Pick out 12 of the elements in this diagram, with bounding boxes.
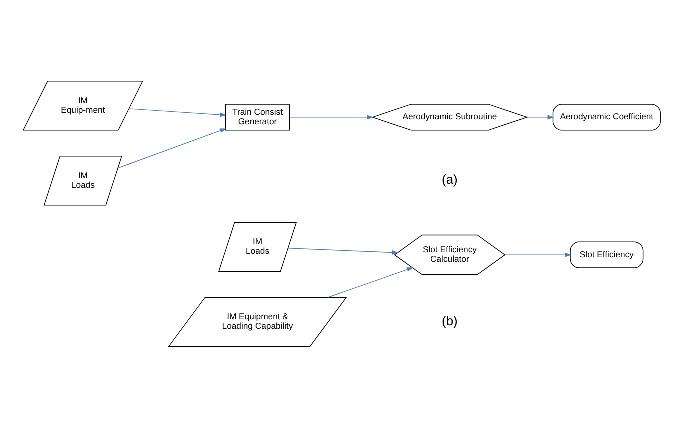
node-box: Slot Efficiency <box>570 241 644 268</box>
label: (a) <box>442 172 458 187</box>
arrow <box>504 252 572 257</box>
arrow <box>288 248 399 254</box>
node-box: Train Consist Generator <box>225 104 290 130</box>
label: (b) <box>442 312 458 328</box>
arrow <box>290 114 374 120</box>
arrow <box>129 108 227 117</box>
arrow <box>118 128 227 168</box>
arrow <box>328 267 414 298</box>
arrow <box>526 114 554 120</box>
node-box: Aerodynamic Coefficient <box>552 104 661 130</box>
